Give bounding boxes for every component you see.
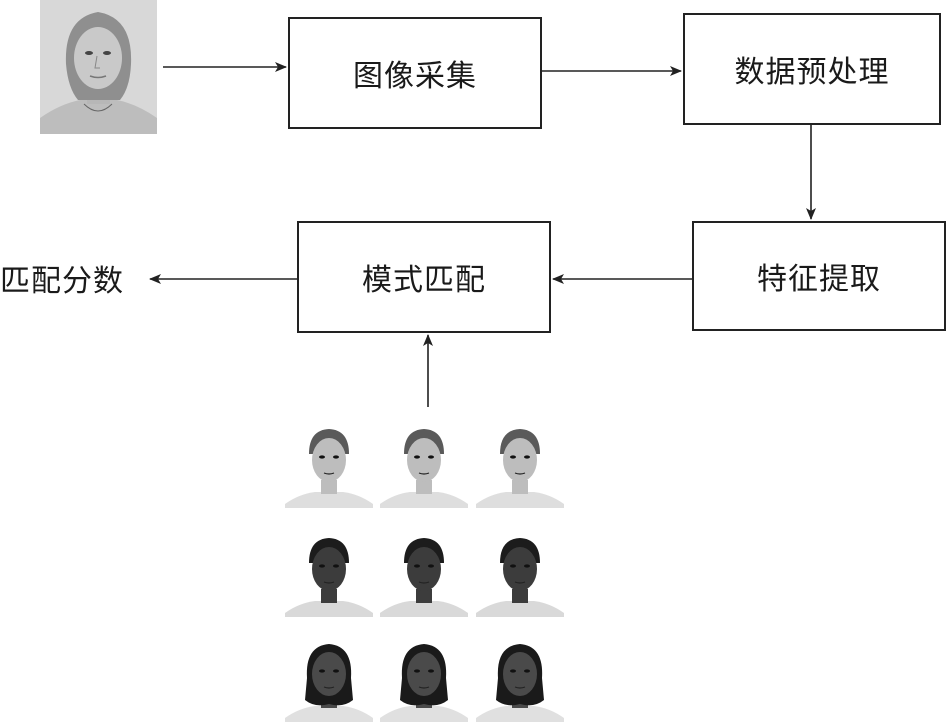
feature-extraction-label: 特征提取 <box>757 262 881 297</box>
reference-face-photo <box>476 638 564 722</box>
reference-face-photo <box>285 533 373 617</box>
pattern-matching-label: 模式匹配 <box>362 263 486 298</box>
reference-face-photo <box>285 638 373 722</box>
input-face-photo <box>40 0 157 134</box>
image-acquisition-box: 图像采集 <box>288 17 542 129</box>
data-preprocessing-label: 数据预处理 <box>734 55 890 90</box>
reference-face-photo <box>380 533 468 617</box>
reference-face-photo <box>380 638 468 722</box>
feature-extraction-box: 特征提取 <box>692 221 946 331</box>
reference-face-photo <box>380 424 468 508</box>
reference-face-photo <box>476 424 564 508</box>
pattern-matching-box: 模式匹配 <box>297 221 551 333</box>
reference-face-photo <box>285 424 373 508</box>
image-acquisition-label: 图像采集 <box>353 59 477 94</box>
data-preprocessing-box: 数据预处理 <box>683 13 941 125</box>
reference-face-photo <box>476 533 564 617</box>
match-score-label: 匹配分数 <box>0 264 124 299</box>
